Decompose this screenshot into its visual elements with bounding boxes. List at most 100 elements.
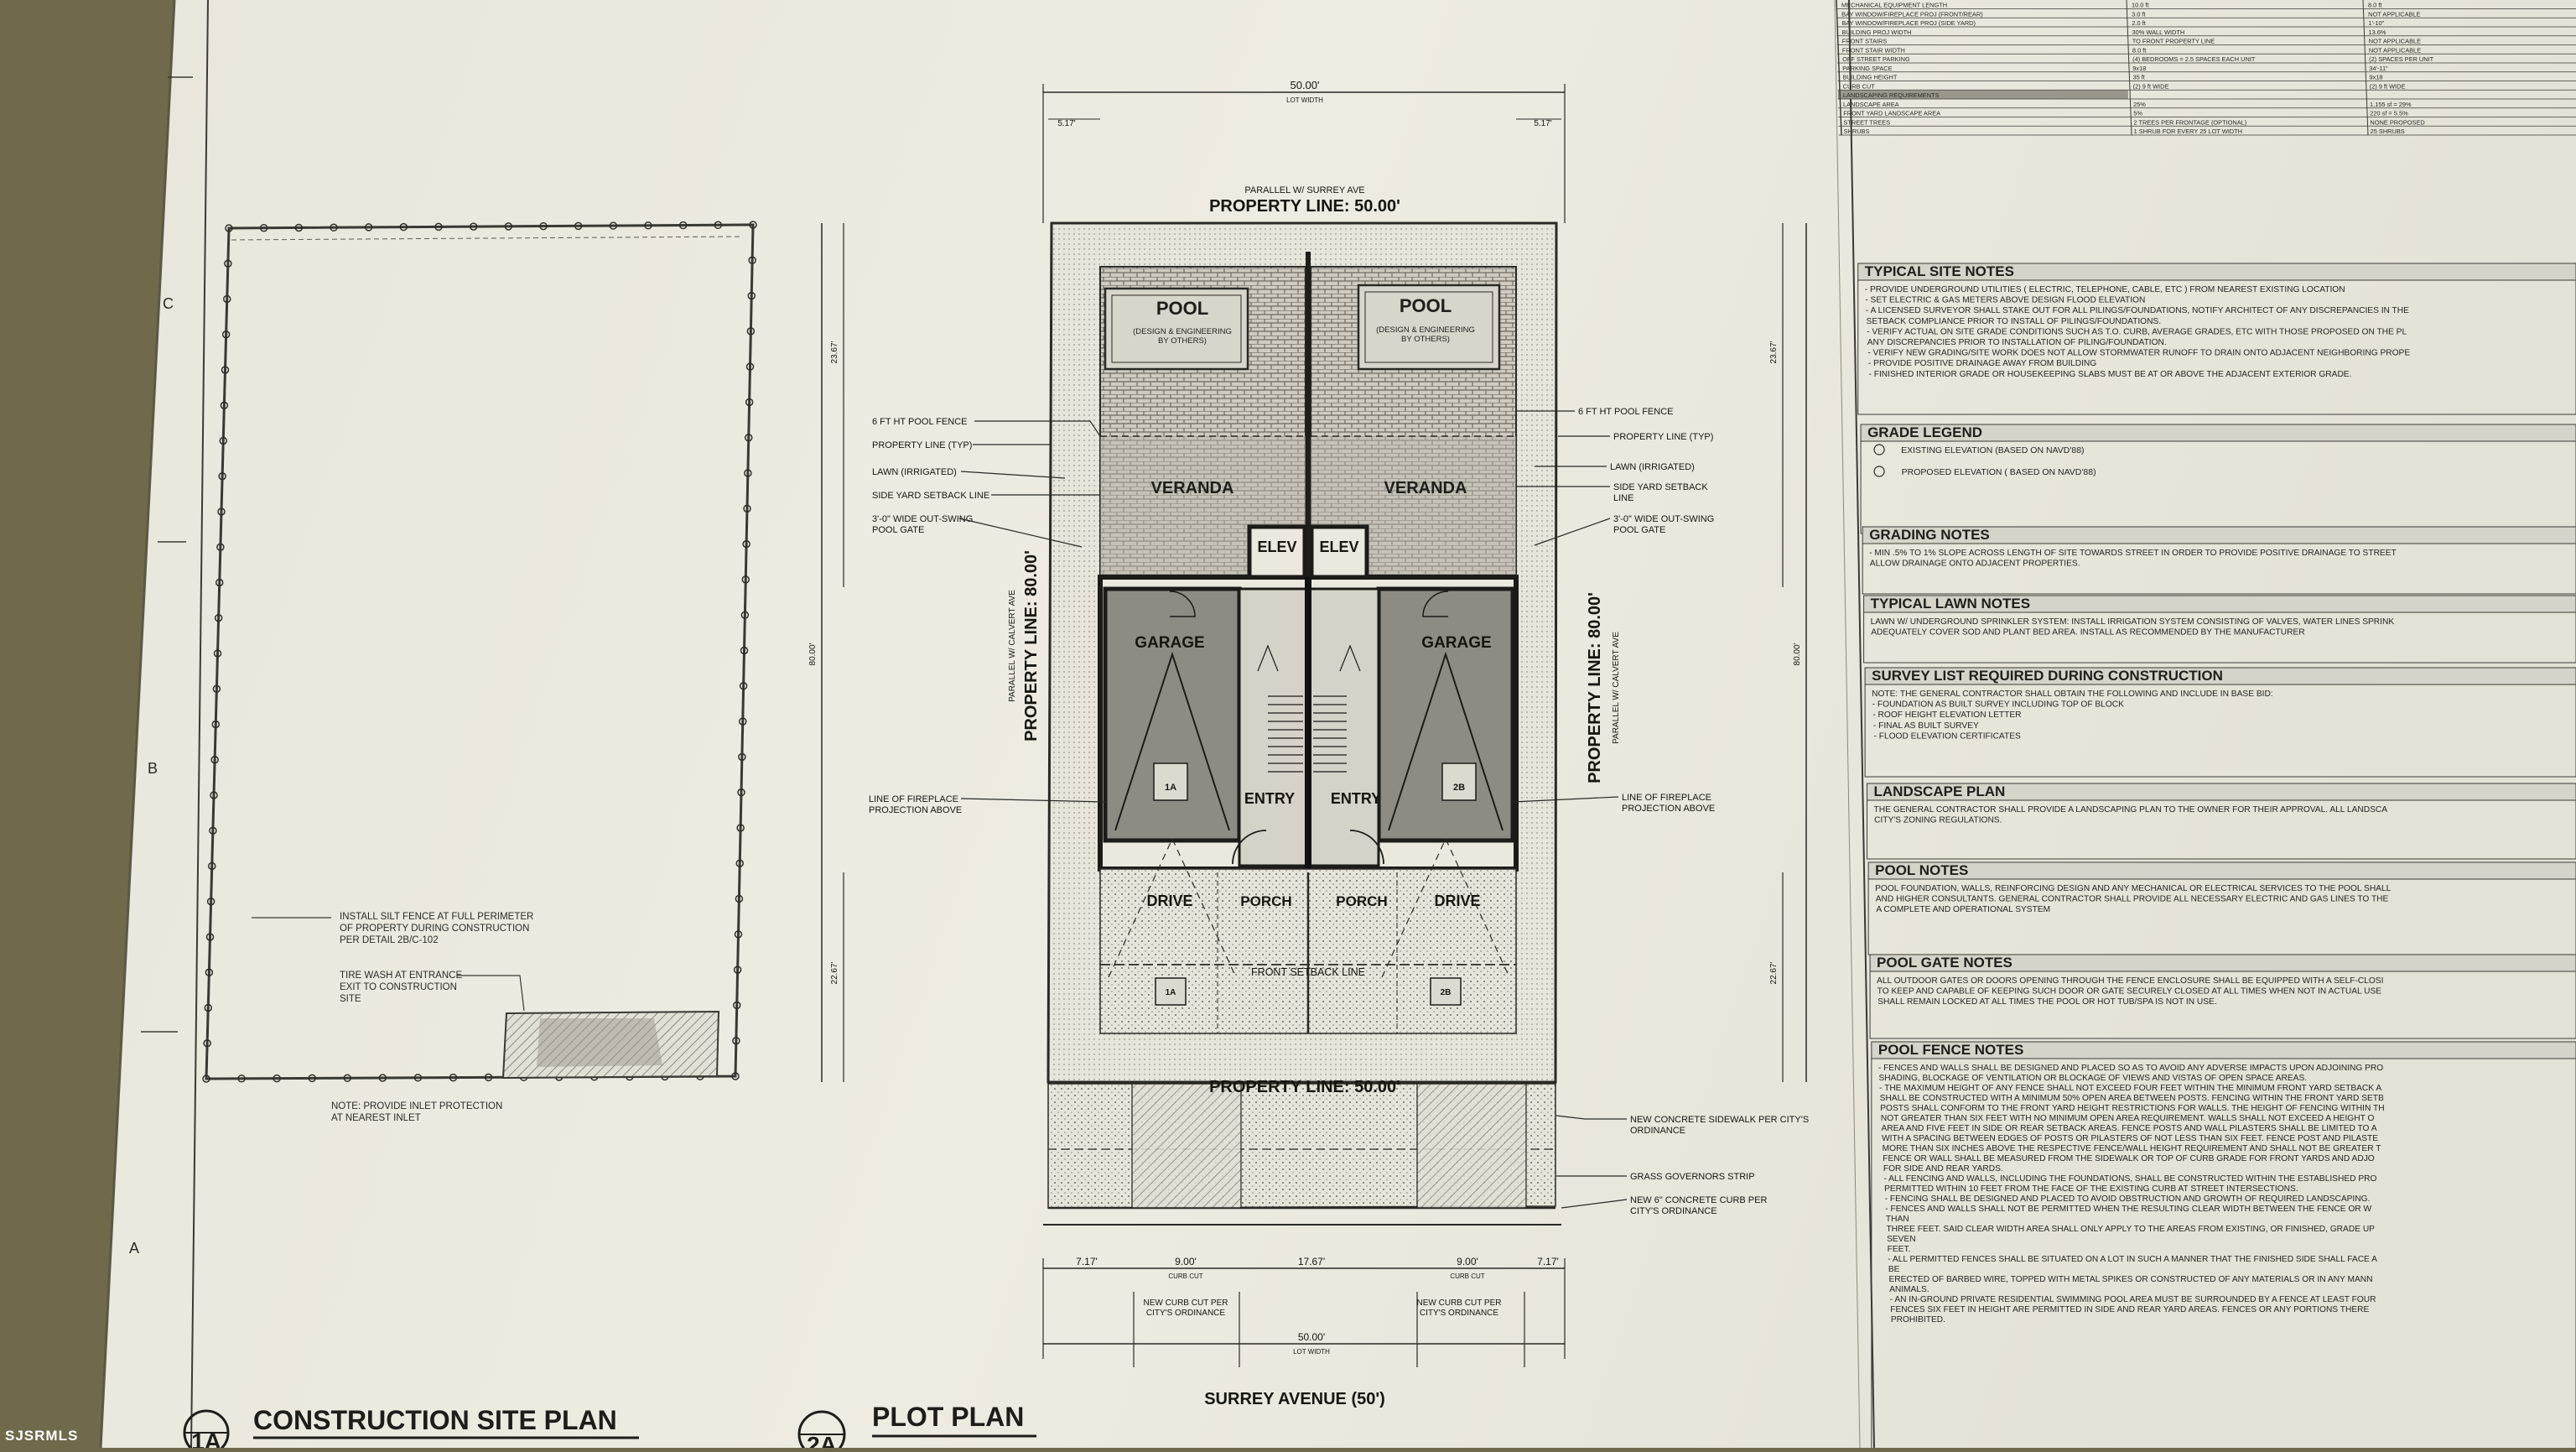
svg-text:(2) 9 ft WIDE: (2) 9 ft WIDE	[2133, 82, 2169, 90]
svg-text:ALL OUTDOOR GATES OR DOORS OPE: ALL OUTDOOR GATES OR DOORS OPENING THROU…	[1877, 976, 2383, 986]
stairs	[1257, 644, 1361, 773]
svg-text:SHALL BE CONSTRUCTED WITH A MI: SHALL BE CONSTRUCTED WITH A MINIMUM 50% …	[1880, 1094, 2384, 1103]
svg-text:LOT WIDTH: LOT WIDTH	[1293, 1348, 1330, 1356]
svg-text:TO KEEP AND CAPABLE OF KEEPING: TO KEEP AND CAPABLE OF KEEPING SUCH DOOR…	[1877, 987, 2382, 997]
svg-text:7.17': 7.17'	[1537, 1256, 1559, 1267]
svg-text:- FOUNDATION AS BUILT SURVEY I: - FOUNDATION AS BUILT SURVEY INCLUDING T…	[1872, 700, 2124, 710]
svg-text:- A LICENSED SURVEYOR SHALL ST: - A LICENSED SURVEYOR SHALL STAKE OUT FO…	[1866, 306, 2409, 315]
top-dimension: 50.00'	[1290, 79, 1319, 91]
svg-text:SHALL REMAIN LOCKED AT ALL TIM: SHALL REMAIN LOCKED AT ALL TIMES THE POO…	[1877, 997, 2216, 1007]
front-setback-label: FRONT SETBACK LINE	[1251, 966, 1365, 978]
left-callouts: 6 FT HT POOL FENCE PROPERTY LINE (TYP) L…	[869, 417, 989, 815]
note-heading: TYPICAL SITE NOTES	[1865, 263, 2014, 279]
svg-text:BAY WINDOW/FIREPLACE PROJ (FRO: BAY WINDOW/FIREPLACE PROJ (FRONT/REAR)	[1841, 10, 1983, 18]
svg-text:(2) 9 ft WIDE: (2) 9 ft WIDE	[2370, 82, 2406, 90]
svg-text:ALLOW DRAINAGE ONTO ADJACENT P: ALLOW DRAINAGE ONTO ADJACENT PROPERTIES.	[1870, 559, 2080, 569]
svg-text:30% WALL WIDTH: 30% WALL WIDTH	[2132, 29, 2185, 36]
parallel-calvert-right: PARALLEL W/ CALVERT AVE	[1612, 632, 1621, 744]
svg-text:35 ft: 35 ft	[2132, 74, 2144, 81]
note-heading: POOL GATE NOTES	[1877, 955, 2012, 971]
svg-text:STREET TREES: STREET TREES	[1843, 118, 1890, 126]
svg-text:AND HIGHER CONSULTANTS. GENERA: AND HIGHER CONSULTANTS. GENERAL CONTRACT…	[1876, 895, 2389, 904]
drive-tag-left: 1A	[1166, 988, 1176, 997]
svg-text:25 SHRUBS: 25 SHRUBS	[2371, 128, 2405, 135]
svg-text:3.0 ft: 3.0 ft	[2132, 10, 2145, 18]
svg-text:BUILDING HEIGHT: BUILDING HEIGHT	[1842, 74, 1897, 81]
curb-cut-left	[1131, 1083, 1242, 1209]
pool-label-right: POOL	[1400, 295, 1452, 316]
street-name: SURREY AVENUE (50')	[1204, 1390, 1385, 1408]
right-callouts: 6 FT HT POOL FENCE PROPERTY LINE (TYP) L…	[1578, 407, 1715, 814]
svg-text:- FINISHED INTERIOR GRADE OR H: - FINISHED INTERIOR GRADE OR HOUSEKEEPIN…	[1869, 370, 2352, 379]
svg-text:SEVEN: SEVEN	[1887, 1235, 1916, 1244]
svg-text:NOT APPLICABLE: NOT APPLICABLE	[2368, 10, 2420, 18]
svg-text:5%: 5%	[2133, 110, 2142, 117]
svg-text:8.0 ft: 8.0 ft	[2368, 2, 2381, 9]
right-dim-front: 22.67'	[1769, 961, 1779, 984]
site-plan-number: 1A	[191, 1429, 221, 1448]
svg-text:ANY DISCREPANCIES PRIOR TO INS: ANY DISCREPANCIES PRIOR TO INSTALLATION …	[1867, 338, 2167, 347]
svg-text:FRONT STAIRS: FRONT STAIRS	[1842, 38, 1888, 45]
svg-text:FRONT STAIR WIDTH: FRONT STAIR WIDTH	[1842, 46, 1905, 54]
svg-text:25%: 25%	[2133, 101, 2146, 108]
svg-text:SHADING, BLOCKAGE OF VENTILATI: SHADING, BLOCKAGE OF VENTILATION OR BLOC…	[1878, 1074, 2307, 1083]
svg-text:34'-11": 34'-11"	[2369, 65, 2388, 72]
svg-text:9.00': 9.00'	[1457, 1256, 1478, 1267]
grid-letter-b: B	[148, 760, 158, 777]
property-line-left: PROPERTY LINE: 80.00'	[1022, 550, 1041, 742]
svg-text:2.0 ft: 2.0 ft	[2132, 19, 2145, 27]
grid-letter-c: C	[163, 295, 174, 312]
svg-text:WITH A SPACING BETWEEN EDGES O: WITH A SPACING BETWEEN EDGES OF POSTS OR…	[1882, 1134, 2378, 1143]
svg-text:LANDSCAPE AREA: LANDSCAPE AREA	[1843, 101, 1899, 108]
svg-text:LAWN W/ UNDERGROUND SPRINKLER: LAWN W/ UNDERGROUND SPRINKLER SYSTEM: IN…	[1871, 617, 2395, 627]
property-line-bottom: PROPERTY LINE: 50.00'	[1209, 1078, 1400, 1096]
svg-text:MORE THAN SIX INCHES ABOVE THE: MORE THAN SIX INCHES ABOVE THE RESPECTIV…	[1883, 1144, 2381, 1153]
svg-text:BUILDING PROJ WIDTH: BUILDING PROJ WIDTH	[1842, 29, 1912, 36]
right-dim-80: 80.00'	[1793, 643, 1802, 665]
svg-text:- THE MAXIMUM HEIGHT OF ANY FE: - THE MAXIMUM HEIGHT OF ANY FENCE SHALL …	[1879, 1084, 2381, 1093]
svg-text:A COMPLETE AND OPERATIONAL SYS: A COMPLETE AND OPERATIONAL SYSTEM	[1876, 905, 2050, 914]
elevator-left	[1247, 524, 1307, 580]
svg-text:PARKING SPACE: PARKING SPACE	[1842, 65, 1892, 72]
watermark: SJSRMLS	[5, 1428, 79, 1444]
svg-text:10.0 ft: 10.0 ft	[2132, 2, 2149, 9]
svg-text:- VERIFY ACTUAL ON SITE GRADE: - VERIFY ACTUAL ON SITE GRADE CONDITIONS…	[1867, 327, 2407, 336]
svg-text:TO FRONT PROPERTY LINE: TO FRONT PROPERTY LINE	[2132, 38, 2215, 45]
svg-text:- ALL PERMITTED FENCES SHALL B: - ALL PERMITTED FENCES SHALL BE SITUATED…	[1888, 1255, 2377, 1264]
note-heading: TYPICAL LAWN NOTES	[1871, 596, 2030, 612]
left-dim-front: 22.67'	[830, 961, 839, 984]
svg-text:THAN: THAN	[1886, 1215, 1909, 1224]
property-line-top: PROPERTY LINE: 50.00'	[1209, 197, 1400, 216]
svg-text:- PROVIDE UNDERGROUND UTILITIE: - PROVIDE UNDERGROUND UTILITIES ( ELECTR…	[1865, 285, 2345, 294]
svg-text:9x18: 9x18	[2369, 74, 2382, 81]
svg-text:POOL FOUNDATION, WALLS, REINFO: POOL FOUNDATION, WALLS, REINFORCING DESI…	[1875, 884, 2391, 893]
svg-text:NOT APPLICABLE: NOT APPLICABLE	[2369, 46, 2421, 54]
svg-text:- AN IN-GROUND PRIVATE RESIDEN: - AN IN-GROUND PRIVATE RESIDENTIAL SWIMM…	[1890, 1295, 2376, 1304]
svg-text:- ALL FENCING AND WALLS, INCLU: - ALL FENCING AND WALLS, INCLUDING THE F…	[1883, 1174, 2376, 1184]
top-side-dim-left: 5.17'	[1057, 119, 1075, 128]
veranda-label-right: VERANDA	[1384, 479, 1467, 497]
svg-text:17.67': 17.67'	[1298, 1256, 1325, 1267]
svg-text:- SET ELECTRIC & GAS METERS AB: - SET ELECTRIC & GAS METERS ABOVE DESIGN…	[1865, 296, 2145, 305]
svg-text:LAWN (IRRIGATED): LAWN (IRRIGATED)	[1610, 462, 1695, 472]
svg-text:FRONT YARD LANDSCAPE AREA: FRONT YARD LANDSCAPE AREA	[1843, 110, 1940, 117]
svg-text:1,155 sf = 29%: 1,155 sf = 29%	[2370, 101, 2412, 108]
note-heading: POOL NOTES	[1875, 862, 1968, 878]
site-plan-title: CONSTRUCTION SITE PLAN	[253, 1405, 617, 1435]
left-dim-80: 80.00'	[808, 643, 818, 665]
property-line-right: PROPERTY LINE: 80.00'	[1586, 592, 1604, 783]
svg-text:- VERIFY NEW GRADING/SITE WORK: - VERIFY NEW GRADING/SITE WORK DOES NOT …	[1867, 349, 2410, 358]
svg-text:- FENCING SHALL BE DESIGNED AN: - FENCING SHALL BE DESIGNED AND PLACED T…	[1885, 1194, 2371, 1204]
svg-text:220 sf = 5.5%: 220 sf = 5.5%	[2370, 110, 2408, 117]
svg-text:POSTS SHALL CONFORM TO THE FRO: POSTS SHALL CONFORM TO THE FRONT YARD HE…	[1880, 1104, 2384, 1113]
svg-text:9x18: 9x18	[2132, 65, 2146, 72]
veranda-label-left: VERANDA	[1151, 479, 1234, 497]
svg-text:50.00': 50.00'	[1298, 1331, 1325, 1343]
